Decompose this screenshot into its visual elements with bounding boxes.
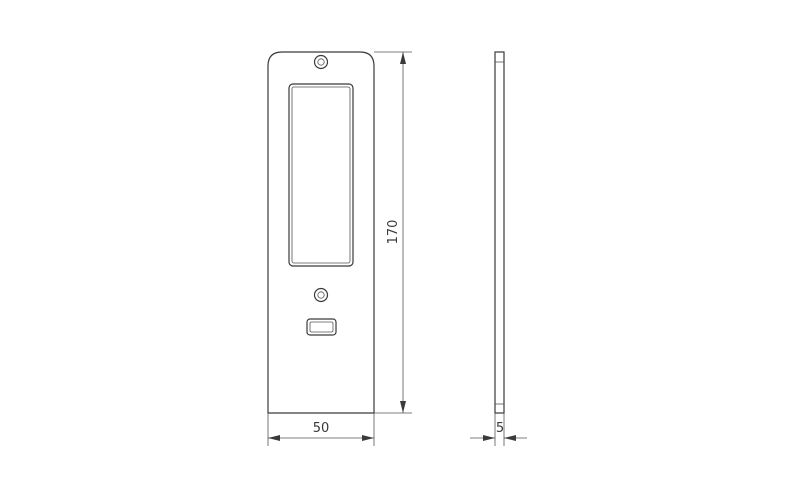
width-label: 50	[313, 421, 330, 436]
thickness-label: 5	[496, 421, 504, 436]
side-plate-outline	[494, 51, 505, 414]
top-mounting-hole	[313, 54, 329, 70]
width-dimension: 50	[267, 413, 375, 446]
height-arrow-bottom	[400, 401, 406, 413]
thickness-arrow-right	[504, 435, 516, 441]
small-slot	[306, 318, 337, 336]
display-window	[288, 83, 354, 267]
width-arrow-left	[268, 435, 280, 441]
plate-outline	[267, 51, 375, 414]
height-label: 170	[386, 220, 401, 245]
height-arrow-top	[400, 52, 406, 64]
front-view	[267, 51, 375, 414]
height-dimension: 170	[374, 51, 412, 414]
thickness-arrow-left	[483, 435, 495, 441]
width-arrow-right	[362, 435, 374, 441]
side-view	[494, 51, 505, 414]
middle-mounting-hole	[313, 287, 329, 303]
thickness-dimension: 5	[470, 413, 527, 446]
